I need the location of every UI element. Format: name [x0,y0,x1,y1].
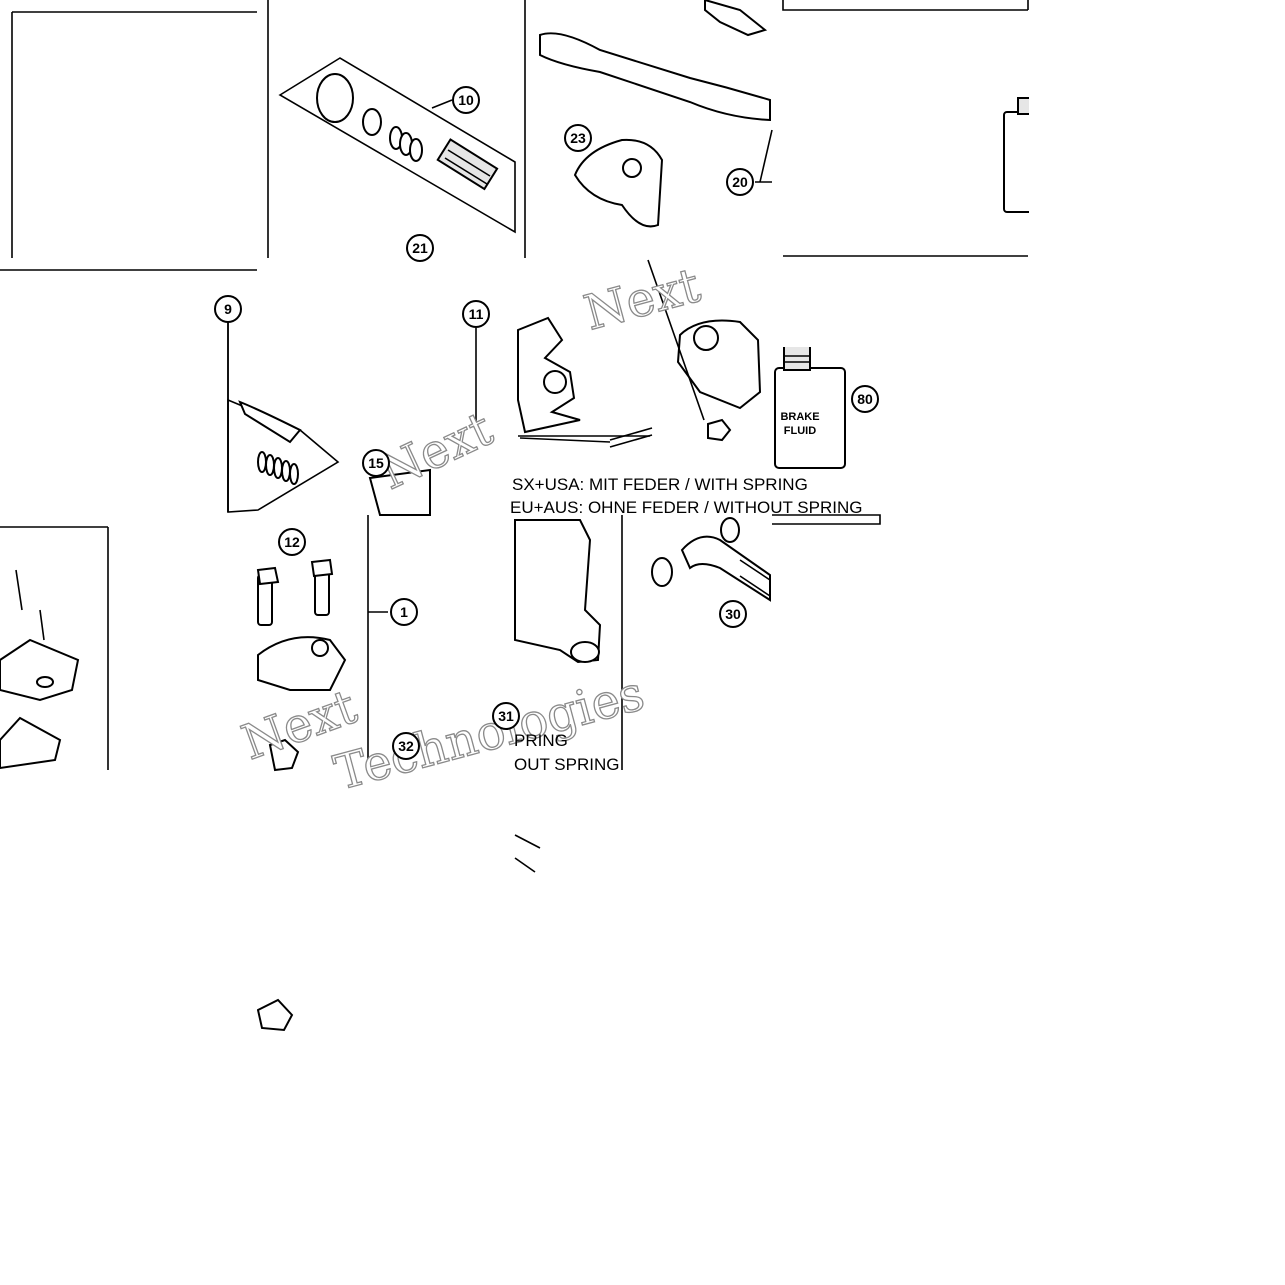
fluid-label-line1: BRAKE [780,411,819,423]
svg-text:12: 12 [284,534,300,550]
note-with-spring: SX+USA: MIT FEDER / WITH SPRING [512,475,808,494]
callout-32: 32 [392,732,420,760]
master-cylinder-clamp-drawing [256,515,369,1032]
callout-15: 15 [362,449,390,477]
spring [257,451,299,485]
bleeder-and-hardware-drawing [517,259,762,448]
reservoir-cover-drawing [0,569,80,770]
callout-23: 23 [564,124,592,152]
svg-text:21: 21 [412,240,428,256]
svg-text:31: 31 [498,708,514,724]
leader-lines [227,99,773,613]
callout-9: 9 [214,295,242,323]
piston-kit-drawing [278,57,516,234]
master-cylinder-body-drawing [514,519,602,873]
note-fragment-without: OUT SPRING [514,755,619,774]
fluid-label-line2: FLUID [784,425,816,437]
spring-notes: SX+USA: MIT FEDER / WITH SPRING EU+AUS: … [510,475,862,774]
callouts: 10 23 20 21 9 11 80 15 12 1 30 31 32 [214,86,879,760]
svg-text:23: 23 [570,130,586,146]
watermark-word: Next [371,401,500,501]
reservoir-and-spring-drawing [227,398,431,516]
note-fragment-with: PRING [514,731,568,750]
svg-text:30: 30 [725,606,741,622]
svg-text:80: 80 [857,391,873,407]
note-without-spring: EU+AUS: OHNE FEDER / WITHOUT SPRING [510,498,862,517]
callout-10: 10 [452,86,480,114]
svg-text:9: 9 [224,301,232,317]
brake-fluid-can-drawing: BRAKE FLUID [774,97,1033,469]
blank-region-topright [1029,0,1285,526]
brake-line-drawing [651,517,771,602]
callout-80: 80 [851,385,879,413]
callout-11: 11 [462,300,490,328]
callout-20: 20 [726,168,754,196]
brake-lever-drawing [539,0,771,228]
blank-region-left [0,771,257,1285]
blank-region-mid [772,257,1029,347]
svg-text:20: 20 [732,174,748,190]
callout-12: 12 [278,528,306,556]
svg-text:11: 11 [469,306,484,322]
callout-30: 30 [719,600,747,628]
svg-text:10: 10 [458,92,474,108]
blank-region-right [772,526,1285,1285]
svg-text:32: 32 [398,738,414,754]
callout-31: 31 [492,702,520,730]
callout-21: 21 [406,234,434,262]
watermark-word: Technologies [329,665,650,801]
callout-1: 1 [390,598,418,626]
svg-text:1: 1 [400,604,408,620]
watermark: Next Next Next Technologies [234,257,706,803]
svg-text:15: 15 [368,455,384,471]
